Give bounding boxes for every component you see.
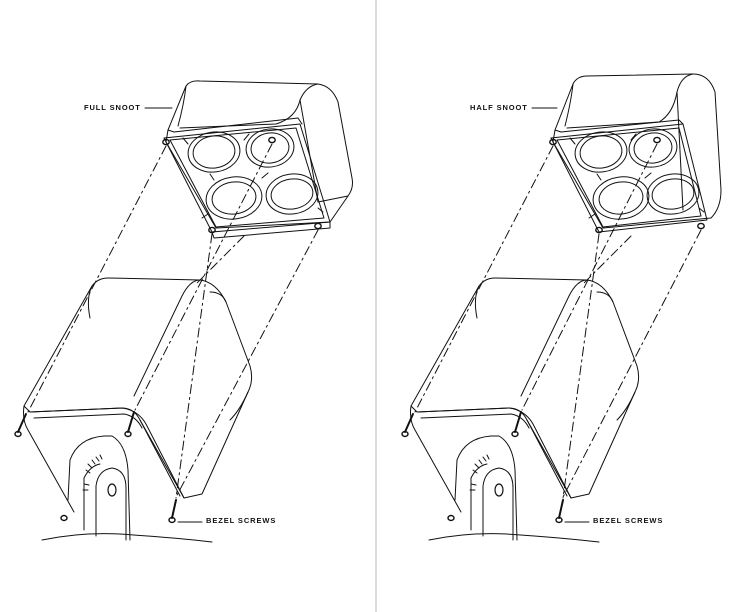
full-snoot-alignment-lines <box>28 144 318 498</box>
panel-full-snoot <box>15 81 353 542</box>
full-snoot-label: FULL SNOOT <box>84 103 141 112</box>
bezel-screws-label-left: BEZEL SCREWS <box>206 516 277 525</box>
half-snoot-label: HALF SNOOT <box>470 103 528 112</box>
full-fixture-housing <box>15 278 252 542</box>
half-snoot <box>550 74 721 233</box>
half-snoot-alignment-lines <box>415 144 701 498</box>
half-fixture-housing <box>402 278 639 542</box>
bezel-screws-label-right: BEZEL SCREWS <box>593 516 664 525</box>
panel-half-snoot <box>402 74 721 542</box>
full-snoot <box>163 81 353 238</box>
